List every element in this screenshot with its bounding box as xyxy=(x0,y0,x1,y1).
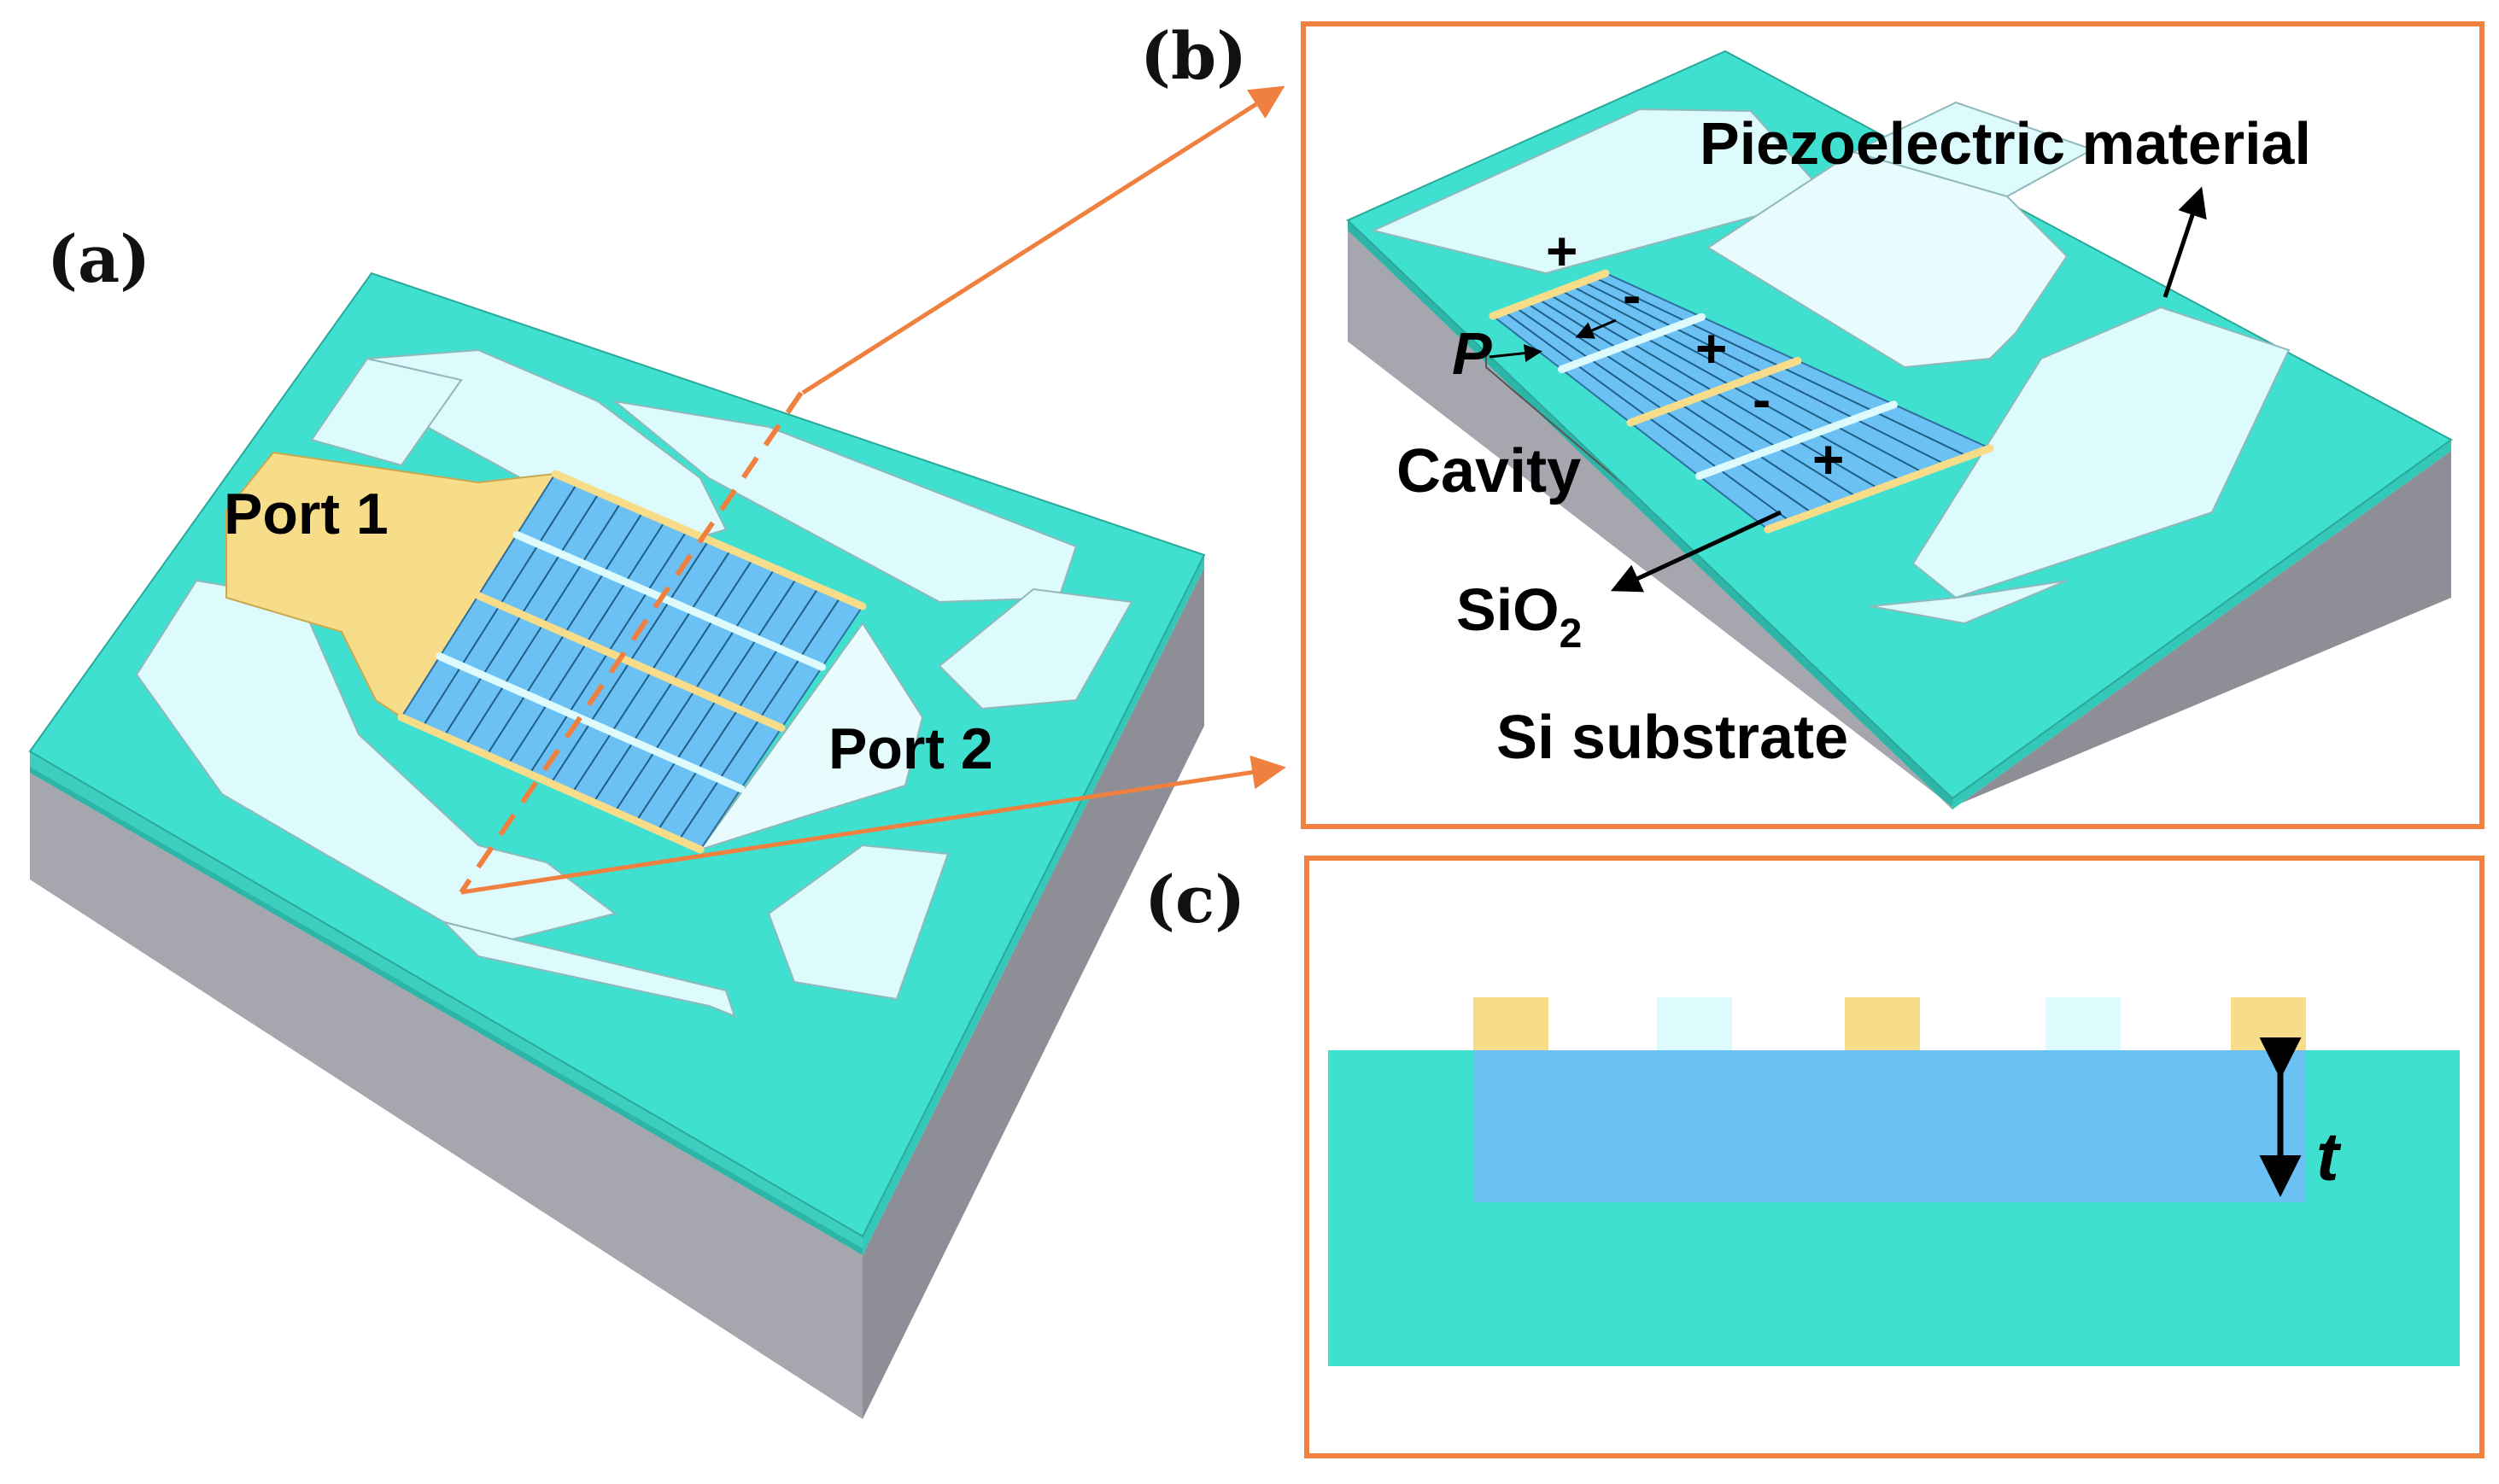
piezo-pointer xyxy=(2162,186,2207,298)
panel-a: (a) Port 1 Port 2 xyxy=(28,221,1206,1419)
substrate-side-face xyxy=(863,568,1204,1419)
sign-5: + xyxy=(1812,429,1844,490)
piezo-label: Piezoelectric material xyxy=(1700,110,2311,177)
panel-c-frame xyxy=(1304,856,2484,1458)
panel-b: (b) Piezoelectric material + - + - + P xyxy=(1140,18,2484,829)
b-layer-line xyxy=(1348,220,1952,809)
sign-4: - xyxy=(1753,369,1770,430)
panel-b-frame xyxy=(1301,21,2484,829)
idt-fingers xyxy=(397,470,867,854)
b-idt-fingers xyxy=(1489,269,1994,534)
sio2-label: SiO2 xyxy=(1456,576,1582,657)
thickness-label: t xyxy=(2316,1119,2342,1195)
period-label: P xyxy=(1452,320,1492,387)
b-top-bus xyxy=(1370,108,1829,275)
panel-c-label: (c) xyxy=(1144,862,1245,938)
electrode-gold-1 xyxy=(1473,997,1548,1050)
port1-label: Port 1 xyxy=(224,482,389,546)
sign-2: - xyxy=(1623,265,1641,326)
idt-busbar xyxy=(1764,444,1994,534)
idt-busbar xyxy=(1558,313,1706,373)
electrode-gold-2 xyxy=(1845,997,1920,1050)
electrode-gold-3 xyxy=(2231,997,2306,1050)
idt-busbar xyxy=(512,530,826,671)
bottom-bus-electrode xyxy=(441,920,736,1018)
top-left-pad xyxy=(310,357,463,467)
b-bottom-bus xyxy=(1870,580,2068,625)
idt-busbar xyxy=(1626,357,1802,427)
b-right-bus xyxy=(1911,306,2291,599)
arrow-to-panel-b xyxy=(801,85,1285,395)
panel-b-label: (b) xyxy=(1140,18,1247,94)
panel-a-label: (a) xyxy=(47,221,150,297)
cavity-label: Cavity xyxy=(1396,437,1581,505)
oxide-layer-cross-section xyxy=(1473,1050,2306,1202)
port2-electrode xyxy=(698,622,924,851)
idt-busbar xyxy=(1695,400,1898,480)
chip-side-edge xyxy=(863,555,1204,1255)
sign-3: + xyxy=(1695,318,1727,379)
chip-layer-line xyxy=(30,767,863,1255)
idt-busbar xyxy=(1489,269,1610,320)
right-pad-lower xyxy=(767,844,950,1001)
idt-busbar xyxy=(474,592,786,732)
idt-busbar xyxy=(436,652,745,793)
idt-busbar xyxy=(551,470,867,611)
sign-1: + xyxy=(1546,220,1577,282)
sio2-pointer xyxy=(1610,510,1782,593)
period-arrow-left xyxy=(1575,318,1617,339)
electrode-light-2 xyxy=(2045,997,2121,1050)
cross-section-cut-line xyxy=(459,391,804,894)
panel-c: (c) t xyxy=(1144,856,2484,1458)
arrow-to-panel-c xyxy=(460,755,1286,895)
idt-busbar xyxy=(397,713,705,854)
b-substrate-front-face xyxy=(1348,231,1952,809)
b-side-edge xyxy=(1952,440,2451,809)
right-pad-upper xyxy=(938,587,1133,710)
substrate-front-face xyxy=(30,773,863,1419)
port2-label: Port 2 xyxy=(828,716,993,781)
substrate-label: Si substrate xyxy=(1496,704,1848,772)
electrode-light-1 xyxy=(1657,997,1732,1050)
period-arrow-right xyxy=(1489,344,1542,363)
b-top-right-pad xyxy=(1851,101,2095,198)
